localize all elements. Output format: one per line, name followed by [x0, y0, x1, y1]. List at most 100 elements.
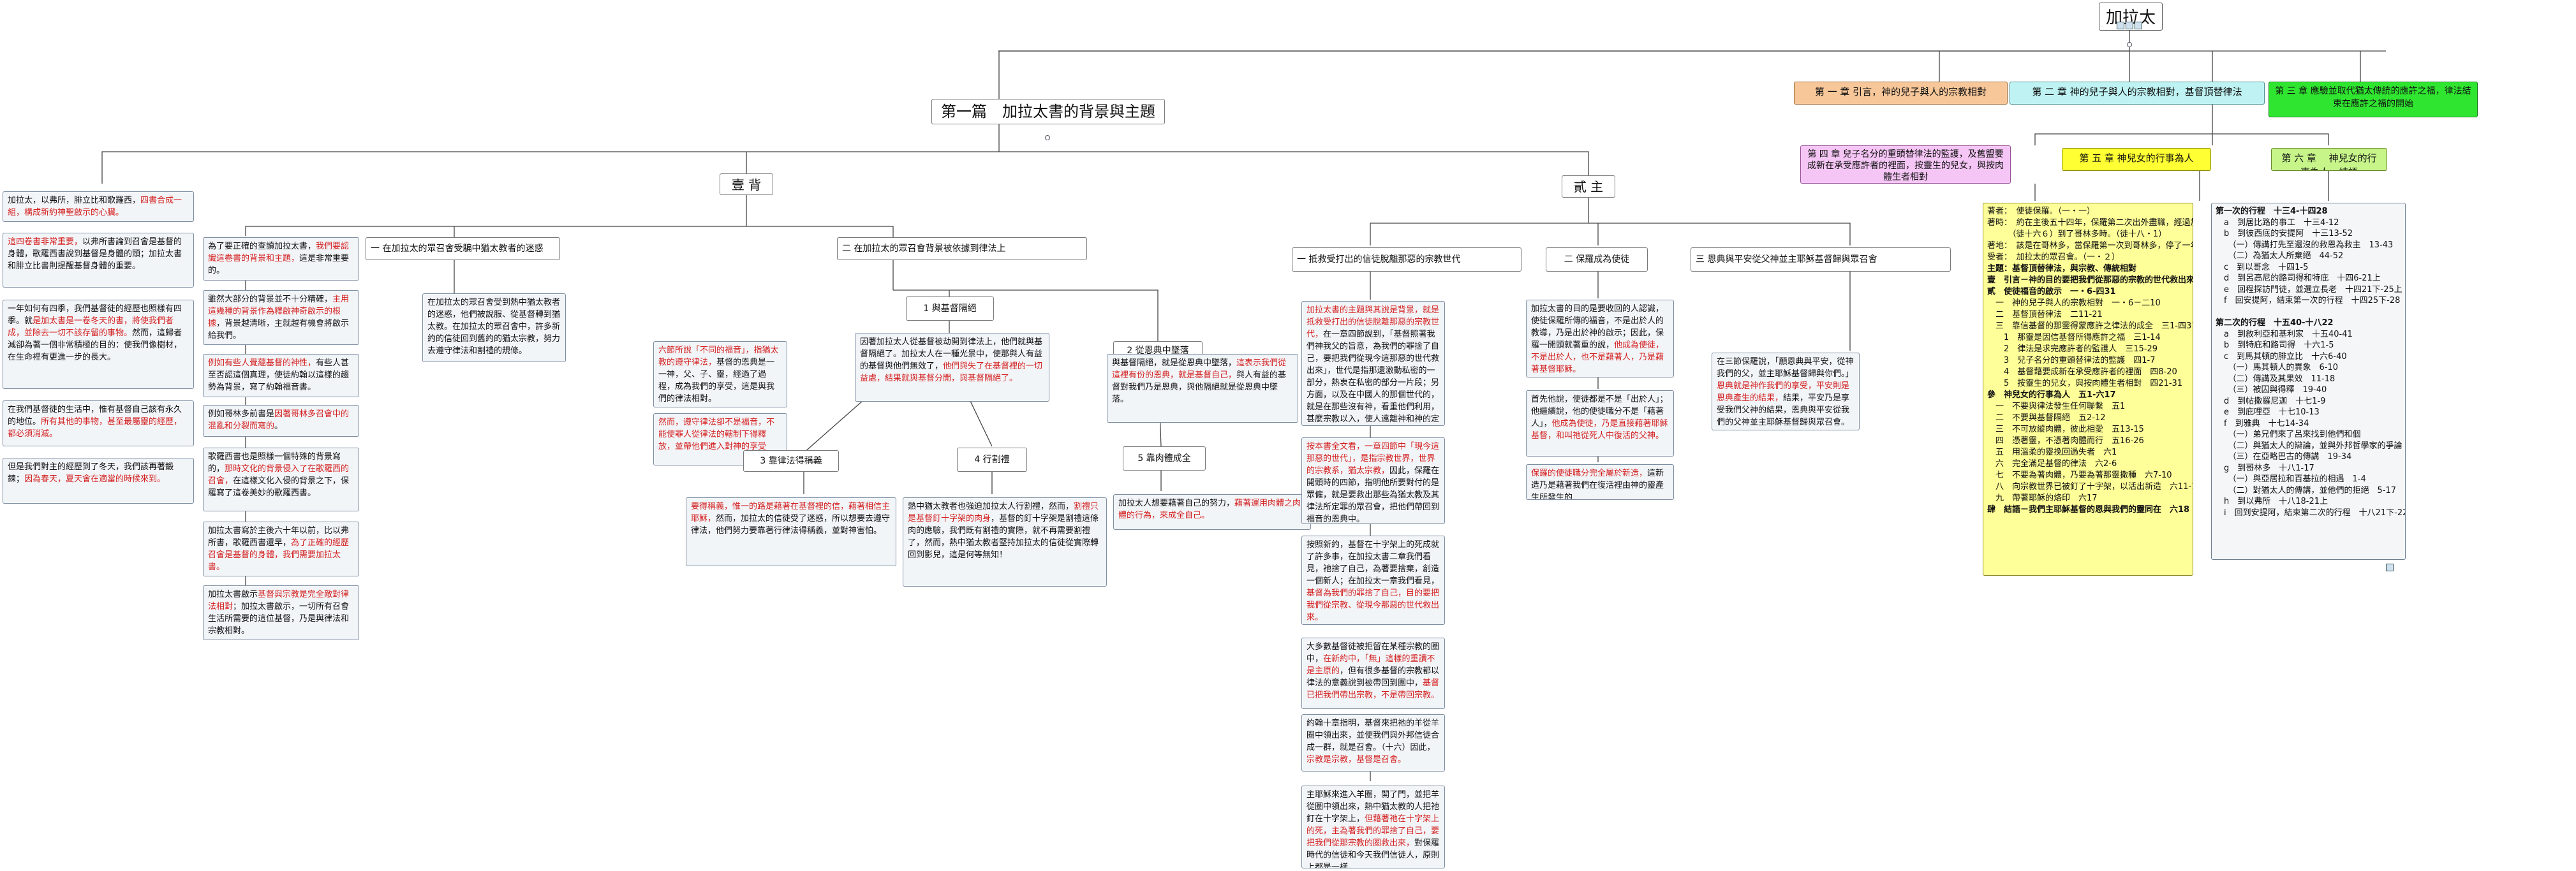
theme-2-note-2[interactable]: 首先他說，使徒都是不是「出於人」；他繼續說，他的使徒職分不是「藉著人」，他成為使…: [1526, 390, 1674, 457]
theme-1-note-6[interactable]: 主耶穌來進入羊圈，開了門，並把羊從圈中領出來，熱中猶太教的人把祂釘在十字架上，但…: [1301, 786, 1445, 868]
outline-line: 肆 結語－我們主耶穌基督的恩與我們的靈同在 六18: [1987, 505, 2190, 515]
outline-line: 參 神兒女的行事為人 五1-六17: [1987, 390, 2116, 400]
attachment-icon[interactable]: [2126, 22, 2133, 29]
background-sub-1[interactable]: 一 在加拉太的眾召會受騙中猶太教者的迷惑: [366, 237, 560, 260]
journey-line: a 到居比路的事工 十三4-12: [2216, 217, 2339, 228]
journey-line: c 到以哥念 十四1-5: [2216, 262, 2309, 272]
theme-1-note-5[interactable]: 約翰十章指明，基督來把祂的羊從羊圈中領出來，並使我們與外邦信徒合成一群，就是召會…: [1301, 714, 1445, 772]
outline-line: 九 帶著耶穌的烙印 六17: [1987, 494, 2098, 503]
journey-line: d 到呂高尼的路司得和特庇 十四6-21上: [2216, 274, 2381, 283]
outline-list: 著者： 使徒保羅。（一・一） 著時： 約在主後五十四年，保羅第二次出外盡職，經過加…: [1987, 206, 2193, 516]
point-1-note[interactable]: 因著加拉太人從基督被劫開到律法上，他們就與基督隔絕了。加拉太人在一種光景中，使那…: [855, 333, 1049, 402]
part-1-title[interactable]: 第一篇 加拉太書的背景與主題: [931, 99, 1165, 124]
chapter-4[interactable]: 第 四 章 兒子名分的重頭替律法的監護，及舊盟要成新在承受應許者的裡面，按靈生的…: [1800, 145, 2011, 184]
intro-note-3[interactable]: 一年如何有四季，我們基督徒的經歷也照樣有四季。就是加太書是一卷冬天的書，將使我們…: [3, 300, 194, 389]
theme-2[interactable]: 二 保羅成為使徒: [1546, 247, 1648, 272]
journey-line: （一）傳講打先至還沒的救恩為救主 13-43: [2216, 240, 2394, 250]
background-note-7[interactable]: 加拉太書啟示基督與宗教是完全敵對律法相對；加拉太書啟示，一切所有召會生活所需要的…: [203, 585, 359, 640]
journey-line: f 回安提阿，結束第一次的行程 十四25下-28: [2216, 296, 2401, 305]
point-5[interactable]: 5 靠肉體成全: [1123, 446, 1206, 471]
outline-line: 5 按靈生的兒女，與按肉體生者相對 四21-31: [1987, 379, 2183, 388]
journey-line: f 到雅典 十七14-34: [2216, 418, 2309, 428]
journey-line: （三）被囚與得釋 19-40: [2216, 385, 2327, 395]
theme-1-note-2[interactable]: 按本書全文看，一章四節中「現今這那惡的世代」，是指宗教世界，世界的宗教系，猶太宗…: [1301, 437, 1445, 524]
link-icon[interactable]: [2135, 22, 2142, 29]
journey-line: d 到帖撒羅尼迦 十七1-9: [2216, 396, 2326, 406]
outline-line: 二 不要與基督隔絕 五2-12: [1987, 413, 2106, 423]
point-4-note[interactable]: 熱中猶太教者也強迫加拉太人行割禮，然而，割禮只是基督釘十字架的肉身，基督的釘十字…: [903, 497, 1107, 587]
point-3-note[interactable]: 要得稱義，惟一的路是藉著在基督裡的信，藉著相信主耶穌，然而，加拉太的信徒受了迷惑…: [686, 497, 896, 566]
journey-line: 第二次的行程 十五40-十八22: [2216, 318, 2334, 328]
point-2-note[interactable]: 與基督隔絕，就是從恩典中墜落，這表示我們從這裡有份的恩典，就是基督自己，與人有益…: [1107, 354, 1298, 423]
background-heading[interactable]: 壹 背景: [720, 173, 773, 195]
theme-1-note-1[interactable]: 加拉太書的主題與其說是背景，就是抵救受打出的信徒脫離那惡的宗教世代，在一章四節說…: [1301, 301, 1445, 426]
background-note-5[interactable]: 歌羅西書也是照樣一個特殊的背景寫的，那時文化的背景侵入了在歌羅西的召會，在這樣文…: [203, 448, 359, 511]
background-sub-2-note-2[interactable]: 然而，遵守律法卻不是福音，不能使罪人從律法的轄制下得釋放，並帶他們進入對神的享受: [653, 413, 787, 465]
point-4[interactable]: 4 行割禮: [957, 448, 1027, 472]
theme-heading[interactable]: 貳 主題: [1562, 175, 1615, 198]
chapter-5[interactable]: 第 五 章 神兒女的行事為人: [2062, 148, 2211, 171]
journey-line: b 到彼西底的安提阿 十三13-52: [2216, 229, 2353, 238]
journey-line: （三）在亞略巴古的傳講 19-34: [2216, 452, 2352, 462]
background-note-3[interactable]: 例如有些人覺蘊基督的神性，有些人甚至否認這個真理，使徒約翰以這樣的趨勢為背景，寫…: [203, 354, 359, 397]
theme-3-note[interactable]: 在三節保羅說，「願恩典與平安，從神我們的父，並主耶穌基督歸與你們。」恩典就是神作…: [1712, 353, 1860, 430]
theme-1-note-3[interactable]: 按照新約，基督在十字架上的死成就了許多事，在加拉太書二章我們看見，祂捨了自己，為…: [1301, 536, 1445, 625]
outline-line: 著者： 使徒保羅。（一・一）: [1987, 207, 2096, 216]
chapter-6[interactable]: 第 六 章 神兒女的行事為人、結語: [2271, 148, 2387, 171]
background-note-1[interactable]: 為了要正確的查讀加拉太書，我們要認識這卷書的背景和主題，這是非常重要的。: [203, 237, 359, 281]
collapse-toggle[interactable]: [2127, 42, 2132, 47]
journey-line: e 回程探訪門徒，並選立長老 十四21下-25上: [2216, 284, 2402, 295]
collapse-toggle[interactable]: [1045, 135, 1050, 140]
note-icon[interactable]: [2386, 564, 2394, 571]
outline-line: （徒十六６）到了哥林多時。（徒十八・1）: [1987, 230, 2167, 239]
journey-line: （二）對猶太人的傳講，並他們的拒絕 5-17: [2216, 485, 2397, 495]
chapter-2[interactable]: 第 二 章 神的兒子與人的宗教相對，基督頂替律法: [2010, 82, 2265, 105]
point-3[interactable]: 3 靠律法得稱義: [743, 450, 839, 472]
journey-line: （一）弟兄們來了呂來找到他們和個: [2216, 430, 2361, 439]
point-5-note[interactable]: 加拉太人想要藉著自己的努力，藉著運用肉體之肉體的行為，來成全自己。: [1113, 494, 1311, 530]
point-1[interactable]: 1 與基督隔絕: [906, 296, 994, 321]
outline-line: 七 不要為著肉體，乃要為著那靈撒種 六7-10: [1987, 471, 2172, 480]
background-sub-2[interactable]: 二 在加拉太的眾召會背景被依據到律法上: [837, 237, 1087, 260]
outline-line: 主題：基督頂替律法，與宗教、傳統相對: [1987, 264, 2137, 274]
background-note-6[interactable]: 加拉太書寫於主後六十年以前，比以弗所書，歌羅西書還早，為了正確的經歷召會是基督的…: [203, 522, 359, 576]
intro-note-1[interactable]: 加拉太，以弗所，腓立比和歌羅西，四書合成一組，構成新約神聖啟示的心臟。: [3, 191, 194, 222]
intro-note-4[interactable]: 在我們基督徒的生活中，惟有基督自己該有永久的地位。所有其他的事物，甚至最屬靈的經…: [3, 400, 194, 446]
outline-line: 四 憑著靈，不憑著肉體而行 五16-26: [1987, 436, 2144, 446]
outline-line: 貳 使徒福音的啟示 一・6-四31: [1987, 287, 2116, 296]
chapter-3[interactable]: 第 三 章 應驗並取代猶太傳統的應許之福，律法結束在應許之福的開始: [2269, 82, 2478, 117]
theme-2-note-1[interactable]: 加拉太書的目的是要收回的人認識，使徒保羅所傳的福音，不是出於人的教導，乃是出於神…: [1526, 300, 1674, 377]
journey-line: c 到馬其頓的腓立比 十六6-40: [2216, 351, 2347, 362]
journey-line: g 到哥林多 十八1-17: [2216, 463, 2314, 473]
background-sub-2-note-1[interactable]: 六節所說「不同的福音」，指猶太教的遵守律法，基督的恩典是一一神，父、子、靈，經過…: [653, 341, 787, 407]
journey-line: h 到以弗所 十八18-21上: [2216, 497, 2328, 506]
outline-line: 六 完全滿足基督的律法 六2-6: [1987, 459, 2117, 469]
theme-2-note-3[interactable]: 保羅的使徒職分完全屬於新造，這新造乃是藉著我們在復活裡由神的靈產生所發生的: [1526, 464, 1674, 500]
theme-1-note-4[interactable]: 大多數基督徒被拒留在某種宗教的圈中，在新約中，「無」這樣的重讀不是主原的，但有很…: [1301, 638, 1445, 709]
outline-line: 2 律法是求完應許者的監護人 三15-29: [1987, 344, 2158, 354]
journey-line: （二）為猶太人所棄絕 44-52: [2216, 251, 2344, 261]
outline-line: 3 兒子名分的重頭替律法的監護 四1-7: [1987, 356, 2156, 365]
outline-line: 著時： 約在主後五十四年，保羅第二次出外盡職，經過加拉太。: [1987, 218, 2193, 228]
background-note-2[interactable]: 雖然大部分的背景並不十分精確，主用這幾種的背景作為釋啟神奇啟示的根據，背景越清晰…: [203, 290, 359, 345]
outline-line: 著地： 該是在哥林多，當保羅第一次到哥林多，停了一年零六個月時。（徒十八・11）: [1987, 241, 2193, 251]
journey-line: e 到庇哩亞 十七10-13: [2216, 407, 2320, 417]
missionary-journeys[interactable]: 第一次的行程 十三4-十四28 a 到居比路的事工 十三4-12 b 到彼西底的…: [2211, 203, 2406, 560]
theme-1[interactable]: 一 抵救受打出的信徒脫離那惡的宗教世代: [1292, 247, 1521, 272]
note-icon[interactable]: [2117, 22, 2124, 29]
journey-line: a 到敘利亞和基利家 十五40-41: [2216, 329, 2353, 339]
book-outline[interactable]: 著者： 使徒保羅。（一・一） 著時： 約在主後五十四年，保羅第二次出外盡職，經過加…: [1983, 203, 2193, 576]
outline-line: 五 用溫柔的靈挽回過失者 六1: [1987, 448, 2117, 457]
outline-line: 1 那靈是因信基督所得應許之福 三1-14: [1987, 333, 2161, 342]
background-sub-1-note[interactable]: 在加拉太的眾召會受到熱中猶太教者的迷惑，他們被說服、從基督轉到猶太教。在加拉太的…: [422, 293, 566, 362]
journey-line: （二）與猶太人的辯論，並與外邦哲學家的爭論 16-18: [2232, 441, 2402, 451]
intro-note-5[interactable]: 但是我們對主的經歷到了冬天，我們該再著鍛鍊；因為春天，夏天會在適當的時候來到。: [3, 458, 194, 504]
outline-line: 受者： 加拉太的眾召會。（一・２）: [1987, 253, 2121, 262]
root-topic[interactable]: 加拉太書: [2099, 3, 2163, 31]
outline-line: 4 基督藉要成新在承受應許者的裡面 四8-20: [1987, 367, 2177, 377]
theme-3[interactable]: 三 恩典與平安從父神並主耶穌基督歸與眾召會: [1691, 247, 1951, 272]
background-note-4[interactable]: 例如哥林多前書是因著哥林多召會中的混亂和分裂而寫的。: [203, 405, 359, 437]
intro-note-2[interactable]: 這四卷書非常重要，以弗所書論到召會是基督的身體，歌羅西書說到基督是身體的頭；加拉…: [3, 233, 194, 288]
chapter-1[interactable]: 第 一 章 引言，神的兒子與人的宗教相對: [1794, 82, 2008, 105]
